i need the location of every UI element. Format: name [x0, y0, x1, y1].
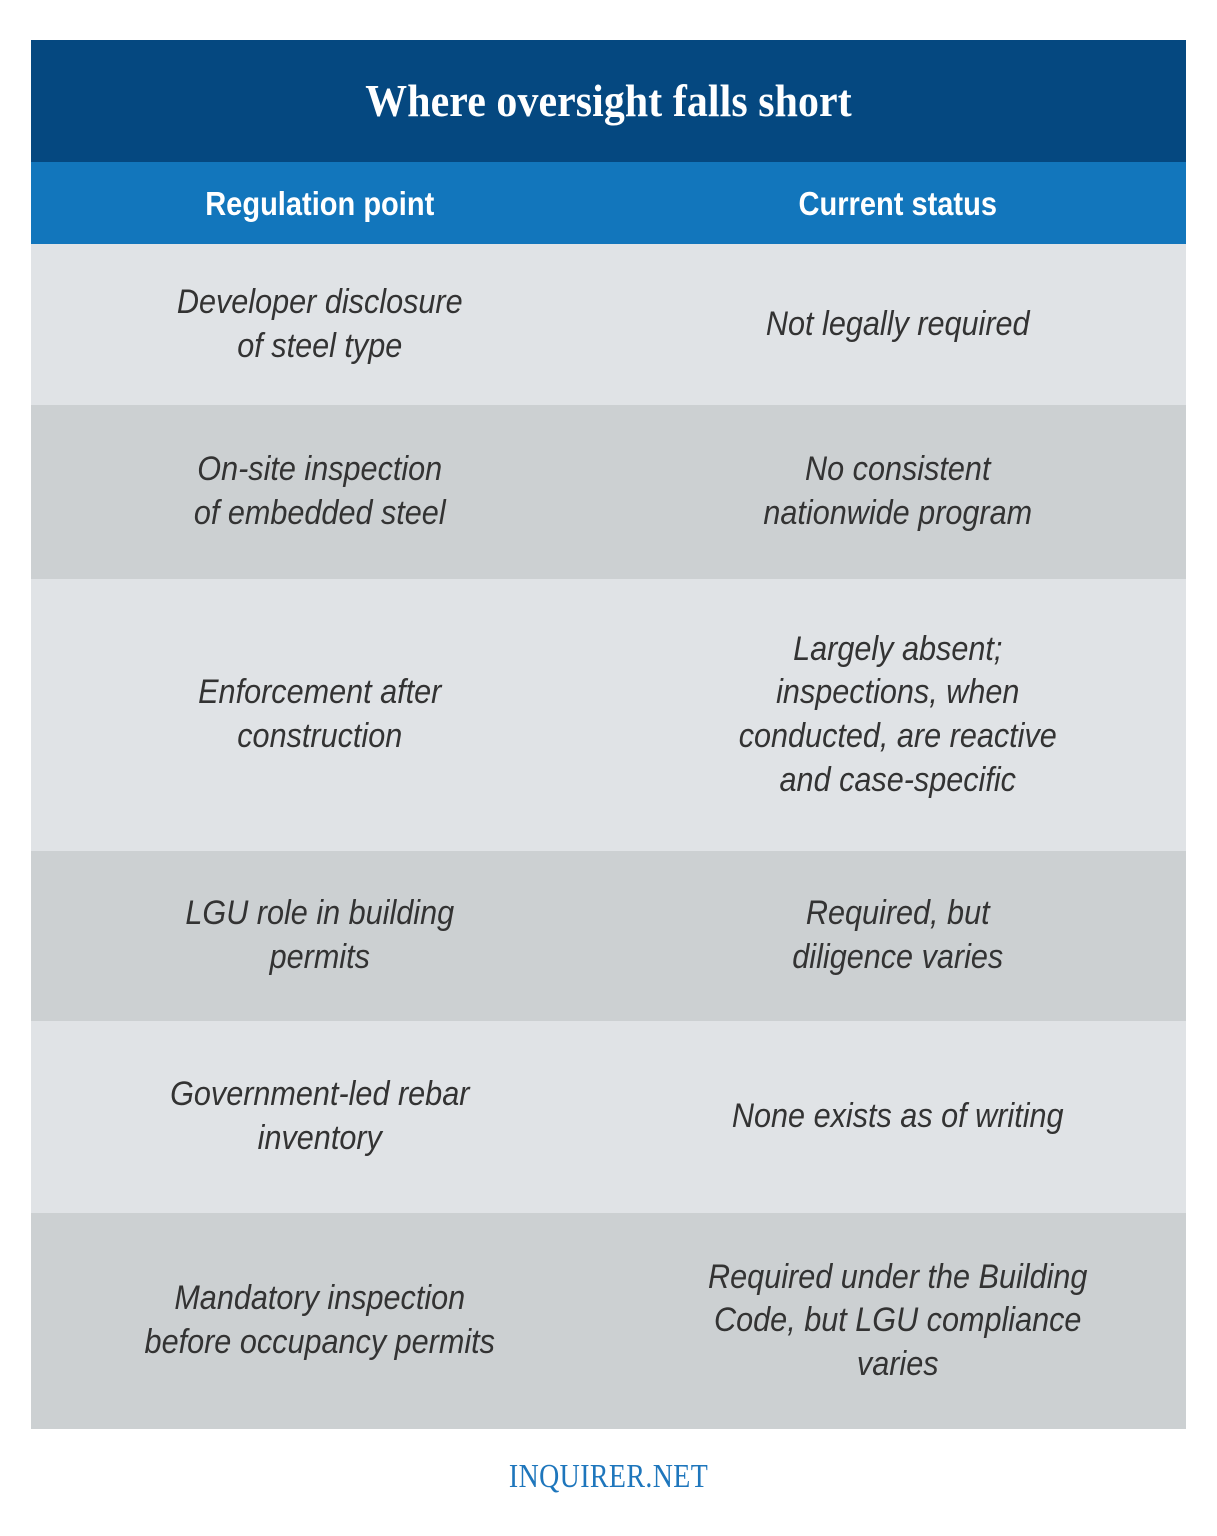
inquirer-net-logo: INQUIRER.NET [508, 1458, 709, 1495]
oversight-table: Where oversight falls short Regulation p… [31, 40, 1186, 1429]
title-bar: Where oversight falls short [31, 40, 1186, 162]
page-title: Where oversight falls short [365, 75, 852, 126]
cell-current-status: Not legally required [765, 304, 1030, 343]
cell-current-status: None exists as of writing [731, 1097, 1064, 1136]
footer: INQUIRER.NET [0, 1458, 1217, 1496]
column-header-current-status: Current status [798, 184, 997, 222]
table-header-row: Regulation point Current status [31, 162, 1186, 244]
column-header-regulation-point: Regulation point [205, 184, 435, 222]
